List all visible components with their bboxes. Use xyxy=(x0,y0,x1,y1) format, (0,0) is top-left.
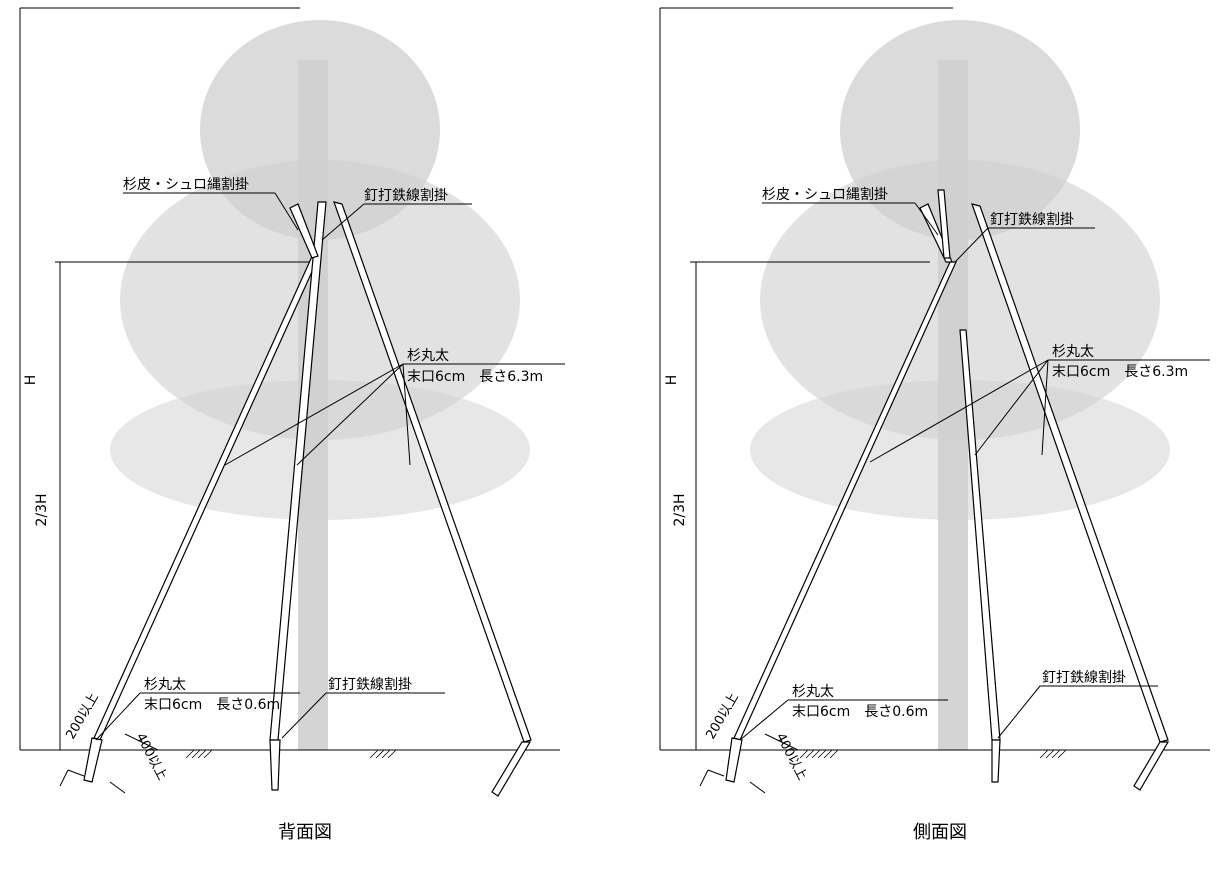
pole-center-top xyxy=(937,189,951,259)
stake-spec-label: 末口6cm 長さ0.6m xyxy=(144,697,280,713)
ground-hatch xyxy=(799,749,1067,759)
tree-silhouette xyxy=(110,20,530,750)
height-dimension: H xyxy=(659,7,953,750)
stakes xyxy=(83,737,532,797)
nail-wire-bottom-label: 釘打鉄線割掛 xyxy=(328,676,412,693)
stake-center xyxy=(991,739,1001,783)
panel-back: H 2/3H 杉皮・シュロ縄割掛 xyxy=(19,7,565,843)
bark-wrap-label: 杉皮・シュロ縄割掛 xyxy=(123,176,249,193)
nail-wire-top-label: 釘打鉄線割掛 xyxy=(364,187,448,204)
nail-wire-bottom-label: 釘打鉄線割掛 xyxy=(1042,669,1126,686)
two-thirds-label: 2/3H xyxy=(34,493,50,526)
nail-wire-top-label: 釘打鉄線割掛 xyxy=(990,211,1074,228)
pole-right xyxy=(971,203,1169,743)
dim-400-label: 400以上 xyxy=(772,731,809,783)
stake-name-label: 杉丸太 xyxy=(144,677,186,693)
dim-400-label: 400以上 xyxy=(132,731,169,783)
caption-side: 側面図 xyxy=(913,822,967,843)
height-label: H xyxy=(664,375,680,386)
stake-left xyxy=(83,737,103,783)
stakes xyxy=(725,737,1170,791)
caption-back: 背面図 xyxy=(278,822,332,843)
stake-left xyxy=(725,737,743,783)
pole-right xyxy=(333,201,532,743)
pole-name-label: 杉丸太 xyxy=(1052,344,1094,360)
stake-right xyxy=(1133,741,1170,791)
pole-left-top xyxy=(289,203,319,259)
stake-spec-label: 末口6cm 長さ0.6m xyxy=(792,704,928,720)
stake-name-label: 杉丸太 xyxy=(792,684,834,700)
bark-wrap-label: 杉皮・シュロ縄割掛 xyxy=(762,186,888,203)
pole-spec-label: 末口6cm 長さ6.3m xyxy=(407,369,543,385)
height-label: H xyxy=(23,375,39,386)
stake-right xyxy=(491,741,532,797)
panel-side: H 2/3H 杉皮・シュロ縄割掛 xyxy=(659,7,1210,843)
stake-center xyxy=(269,739,281,791)
two-thirds-dimension: 2/3H xyxy=(672,261,930,750)
tree-silhouette xyxy=(750,20,1170,750)
pole-name-label: 杉丸太 xyxy=(407,348,449,364)
support-poles xyxy=(733,189,1169,743)
two-thirds-label: 2/3H xyxy=(672,493,688,526)
height-dimension: H xyxy=(19,7,300,750)
ground-hatch xyxy=(185,749,397,759)
pole-spec-label: 末口6cm 長さ6.3m xyxy=(1052,364,1188,380)
two-thirds-dimension: 2/3H xyxy=(34,261,310,750)
